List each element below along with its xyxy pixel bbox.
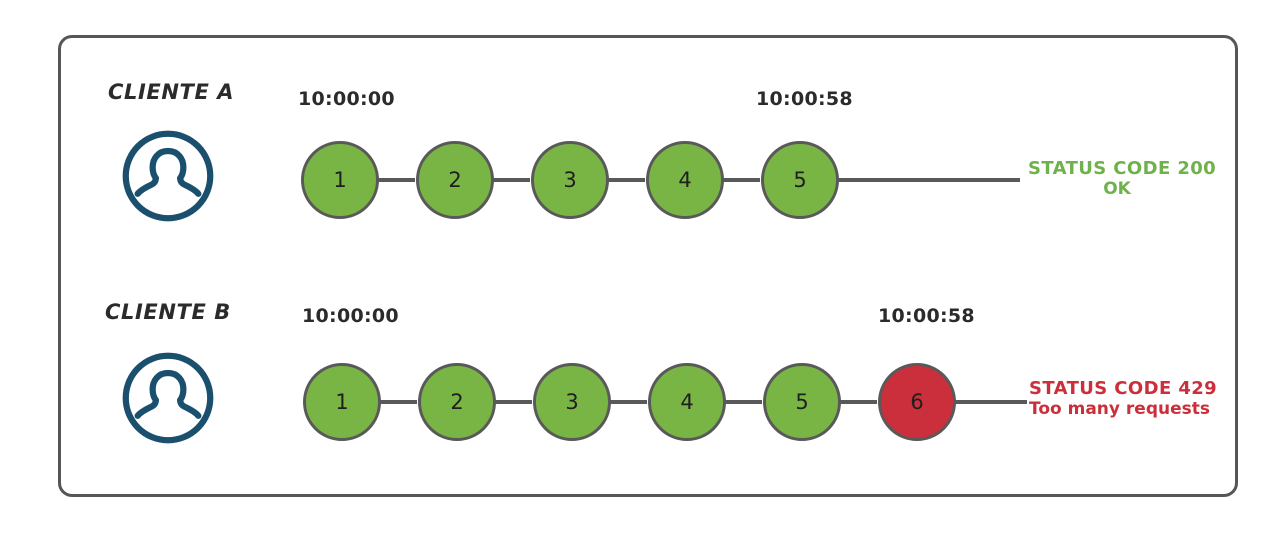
timestamp-start-b: 10:00:00 — [302, 305, 399, 327]
request-node-a-1[interactable]: 1 — [301, 141, 379, 219]
status-message-a: STATUS CODE 200 OK — [1028, 158, 1217, 200]
request-node-label: 2 — [448, 168, 462, 192]
timestamp-start-a: 10:00:00 — [298, 88, 395, 110]
request-node-label: 6 — [910, 390, 924, 414]
status-code-a: STATUS CODE 200 — [1028, 158, 1217, 179]
request-node-b-1[interactable]: 1 — [303, 363, 381, 441]
request-node-label: 1 — [335, 390, 349, 414]
connector-b-tail — [955, 400, 1027, 404]
request-node-label: 4 — [680, 390, 694, 414]
request-node-a-3[interactable]: 3 — [531, 141, 609, 219]
client-label-b: CLIENTE B — [105, 300, 231, 324]
connector-b-1 — [380, 400, 417, 404]
status-text-b: Too many requests — [1029, 399, 1210, 420]
connector-b-2 — [495, 400, 532, 404]
request-node-a-5[interactable]: 5 — [761, 141, 839, 219]
request-node-b-3[interactable]: 3 — [533, 363, 611, 441]
request-node-a-4[interactable]: 4 — [646, 141, 724, 219]
request-node-a-2[interactable]: 2 — [416, 141, 494, 219]
request-node-b-2[interactable]: 2 — [418, 363, 496, 441]
connector-a-2 — [493, 178, 530, 182]
client-label-a: CLIENTE A — [108, 80, 235, 104]
diagram-frame — [58, 35, 1238, 497]
connector-a-1 — [378, 178, 415, 182]
status-text-a: OK — [1103, 179, 1131, 200]
request-node-label: 5 — [793, 168, 807, 192]
request-node-b-6[interactable]: 6 — [878, 363, 956, 441]
user-avatar-icon — [120, 128, 216, 224]
request-node-label: 3 — [563, 168, 577, 192]
request-node-label: 2 — [450, 390, 464, 414]
request-node-label: 5 — [795, 390, 809, 414]
request-node-b-5[interactable]: 5 — [763, 363, 841, 441]
timestamp-end-a: 10:00:58 — [756, 88, 853, 110]
connector-a-4 — [723, 178, 760, 182]
connector-a-3 — [608, 178, 645, 182]
request-node-label: 1 — [333, 168, 347, 192]
timestamp-end-b: 10:00:58 — [878, 305, 975, 327]
connector-a-tail — [838, 178, 1020, 182]
connector-b-5 — [840, 400, 877, 404]
request-node-label: 3 — [565, 390, 579, 414]
request-node-label: 4 — [678, 168, 692, 192]
status-code-b: STATUS CODE 429 — [1029, 378, 1218, 399]
request-node-b-4[interactable]: 4 — [648, 363, 726, 441]
connector-b-4 — [725, 400, 762, 404]
status-message-b: STATUS CODE 429 Too many requests — [1029, 378, 1217, 419]
connector-b-3 — [610, 400, 647, 404]
user-avatar-icon — [120, 350, 216, 446]
